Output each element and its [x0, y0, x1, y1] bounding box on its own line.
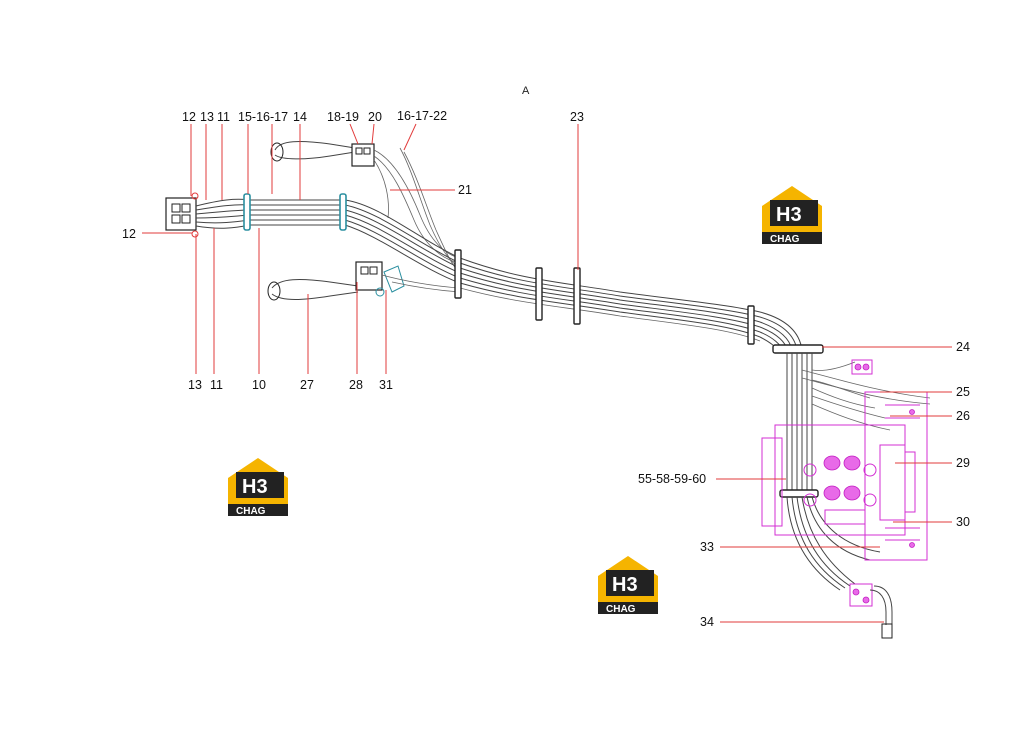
label-29: 29 [956, 456, 970, 470]
watermark-1-bottom: CHAG [770, 234, 800, 245]
label-16-17-22: 16-17-22 [397, 109, 447, 123]
part-labels: 12 13 11 15-16-17 14 18-19 20 16-17-22 2… [122, 109, 970, 629]
label-26: 26 [956, 409, 970, 423]
leader-lines [142, 123, 952, 623]
label-23: 23 [570, 110, 584, 124]
label-31: 31 [379, 378, 393, 392]
lower-fitting-block [267, 261, 405, 301]
label-18-19: 18-19 [327, 110, 359, 124]
watermark-3-top: H3 [612, 574, 638, 596]
label-12-top: 12 [182, 110, 196, 124]
watermark-2-top: H3 [242, 476, 268, 498]
hose-bundle-vertical [779, 353, 931, 591]
label-10: 10 [252, 378, 266, 392]
label-27: 27 [300, 378, 314, 392]
label-20: 20 [368, 110, 382, 124]
label-13-top: 13 [200, 110, 214, 124]
label-33: 33 [700, 540, 714, 554]
upper-fitting-block [270, 141, 375, 167]
watermark-logo-2: H3 CHAG [228, 458, 288, 517]
label-11-bottom: 11 [210, 378, 223, 392]
label-13-bottom: 13 [188, 378, 202, 392]
left-connector-block [165, 192, 199, 238]
watermark-2-bottom: CHAG [236, 506, 266, 517]
label-24: 24 [956, 340, 970, 354]
label-21: 21 [458, 183, 472, 197]
label-55-58-59-60: 55-58-59-60 [638, 472, 706, 486]
label-25: 25 [956, 385, 970, 399]
watermark-3-bottom: CHAG [606, 604, 636, 615]
label-30: 30 [956, 515, 970, 529]
watermark-1-top: H3 [776, 204, 802, 226]
hose-bundle-main [195, 147, 803, 351]
watermark-logo-3: H3 CHAG [598, 556, 658, 615]
label-28: 28 [349, 378, 363, 392]
label-14: 14 [293, 110, 307, 124]
label-12-left: 12 [122, 227, 136, 241]
view-title: A [522, 85, 530, 97]
label-11-top: 11 [217, 110, 230, 124]
label-34: 34 [700, 615, 714, 629]
bundle-clamps [243, 193, 824, 354]
label-15-16-17: 15-16-17 [238, 110, 288, 124]
watermark-logo-1: H3 CHAG [762, 186, 822, 245]
